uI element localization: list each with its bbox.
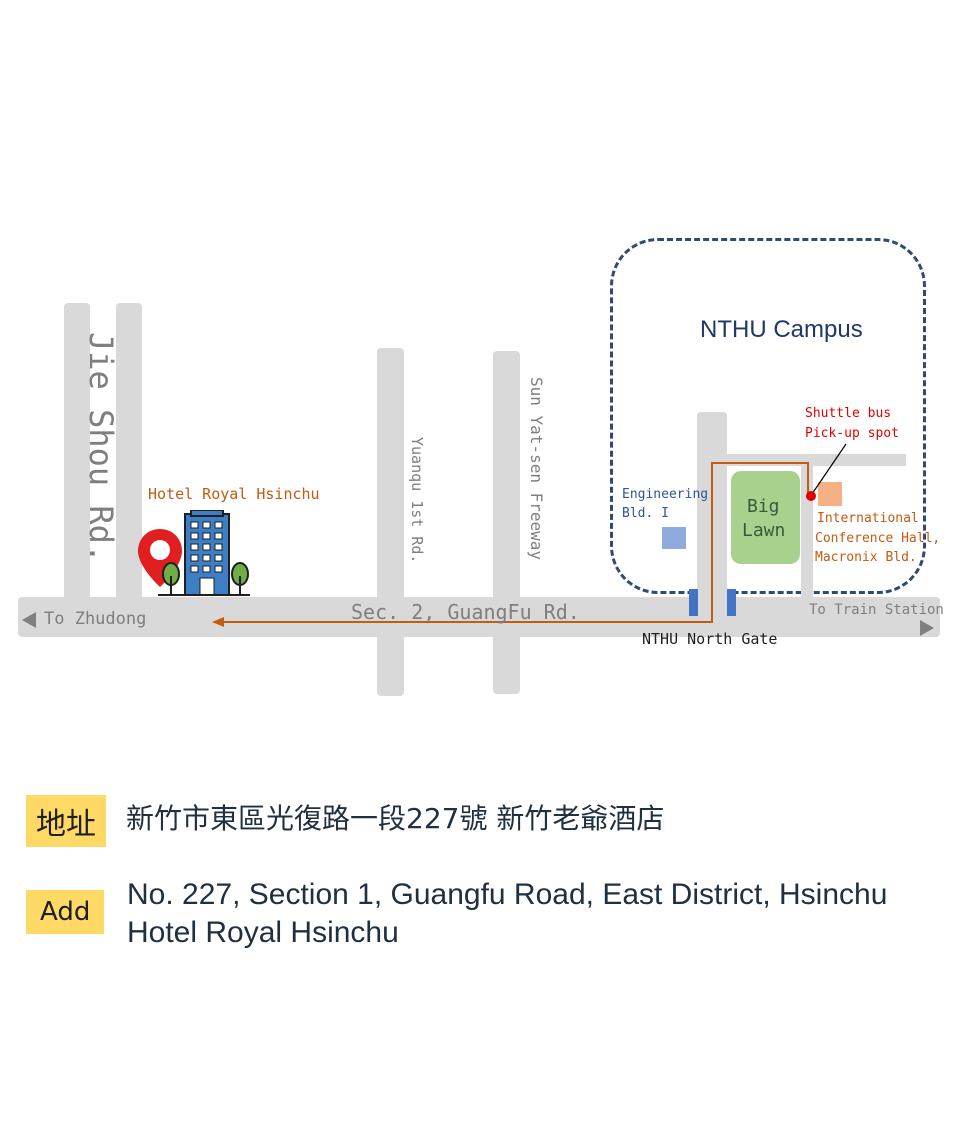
tree-icon-left <box>162 562 180 594</box>
engineering-label-line2: Bld. I <box>622 506 669 521</box>
big-lawn-label-line1: Big <box>747 496 780 517</box>
shuttle-route-line <box>220 462 809 623</box>
north-gate-label: NTHU North Gate <box>642 630 778 648</box>
hotel-label: Hotel Royal Hsinchu <box>148 485 320 503</box>
conference-label-line2: Conference Hall, <box>815 531 941 546</box>
west-arrow-icon <box>22 612 36 628</box>
jie-shou-road-right <box>116 303 142 603</box>
shuttle-pickup-dot <box>806 491 816 501</box>
address-en-tag: Add <box>26 890 105 934</box>
campus-boundary <box>610 238 926 594</box>
yuanqu-road-label: Yuanqu 1st Rd. <box>408 437 426 563</box>
campus-label: NTHU Campus <box>700 316 863 343</box>
big-lawn <box>731 471 800 564</box>
hotel-ground-line <box>158 594 250 596</box>
big-lawn-label-line2: Lawn <box>742 520 786 541</box>
engineering-building-block <box>662 527 686 549</box>
conference-label-line3: Macronix Bld. <box>815 550 917 565</box>
guangfu-road-label: Sec. 2, GuangFu Rd. <box>351 600 580 624</box>
yuanqu-road-name: Yuanqu 1st Rd. <box>408 437 426 564</box>
to-train-station-label: To Train Station <box>809 602 944 618</box>
address-zh-text: 新竹市東區光復路一段227號 新竹老爺酒店 <box>126 802 665 835</box>
address-en-line1: No. 227, Section 1, Guangfu Road, East D… <box>127 878 888 911</box>
east-arrow-icon <box>920 620 934 636</box>
north-gate-post-left <box>689 589 698 616</box>
route-overlay <box>22 443 934 636</box>
jie-shou-road-label: Jie Shou Rd. <box>82 332 120 564</box>
shuttle-label-line1: Shuttle bus <box>805 406 892 421</box>
conference-hall-block <box>818 482 842 506</box>
guangfu-road <box>18 597 940 637</box>
north-gate-post-right <box>727 589 736 616</box>
address-zh-tag: 地址 <box>26 795 106 847</box>
sun-yat-sen-label: Sun Yat-sen Freeway <box>527 377 546 561</box>
yuanqu-road <box>377 348 404 696</box>
address-en-line2: Hotel Royal Hsinchu <box>127 916 399 949</box>
hotel-building-icon <box>183 510 231 596</box>
shuttle-leader-line <box>811 443 847 495</box>
jie-shou-road-left <box>64 303 90 603</box>
location-map: NTHU Campus Jie Shou Rd. Yuanqu 1st Rd. … <box>18 238 944 696</box>
engineering-label-line1: Engineering <box>622 487 709 502</box>
conference-label-line1: International <box>817 511 919 526</box>
shuttle-label-line2: Pick-up spot <box>805 426 899 441</box>
route-arrowhead <box>212 617 224 627</box>
to-zhudong-label: To Zhudong <box>44 609 147 629</box>
tree-icon-right <box>231 562 249 594</box>
